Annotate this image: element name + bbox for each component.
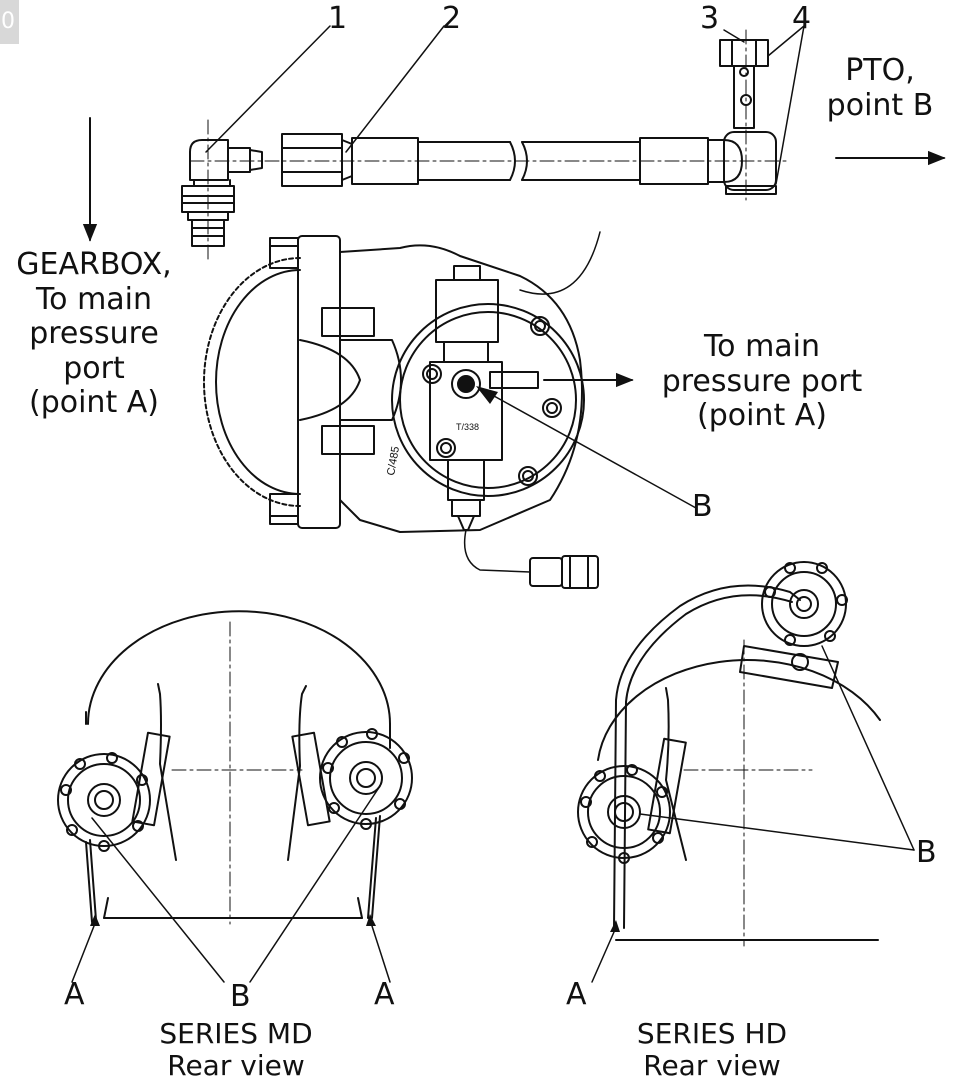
callout-4: 4 [792,1,812,36]
hd-a-label: A [566,977,587,1012]
lower-cable [463,529,531,573]
md-leader-b-2 [249,785,381,983]
elbow-fitting [181,139,263,247]
hd-lower-pump [577,737,687,864]
leader-3 [723,29,745,43]
leader-1 [205,25,331,153]
md-b-label: B [230,979,251,1014]
leader-4b [775,25,805,185]
hd-leader-b-2 [821,645,915,851]
valve-marking: T/338 [456,422,479,432]
callout-1: 1 [328,1,348,36]
hd-leader-b-1 [639,813,915,851]
series-hd-view [577,561,915,983]
hose-centerline [189,29,791,261]
hd-leader-a [591,931,615,983]
leader-b-pump [493,395,697,509]
md-right-pump [291,728,413,919]
to-main-label: To main pressure port (point A) [661,329,863,433]
md-leader-a-right [371,925,391,983]
leader-4a [767,25,805,57]
body-marking: C/485 [385,446,402,477]
pump-assembly [203,231,697,589]
pump-b-label: B [692,489,713,524]
hose-assembly [181,29,791,261]
md-a-left-label: A [64,977,85,1012]
hd-pressure-pipe [613,584,801,929]
series-hd-caption: SERIES HD Rear view [636,1017,788,1083]
series-md-caption: SERIES MD Rear view [159,1017,313,1083]
gearbox-label: GEARBOX, To main pressure port (point A) [16,247,172,420]
gear-ring [203,257,301,507]
callout-3: 3 [700,1,720,36]
md-leader-a-left [71,925,95,983]
hd-top-pump [739,561,848,689]
md-left-pump [57,731,171,923]
banjo-fitting [707,39,777,195]
page-tag: 0 [0,0,19,44]
callout-2: 2 [442,1,462,36]
leader-2 [345,25,445,153]
series-md-view [57,610,413,983]
sensor-cable [519,231,601,295]
hd-tank-arc [597,658,881,761]
md-leader-b-1 [91,817,225,983]
callout-leaders [205,25,805,185]
pto-label: PTO, point B [826,53,934,123]
md-tank-arc [87,610,391,725]
hose-body [351,137,709,185]
hd-b-label: B [916,835,937,870]
md-a-right-label: A [374,977,395,1012]
swivel-nut [281,133,353,187]
flow-arrows [82,117,946,388]
